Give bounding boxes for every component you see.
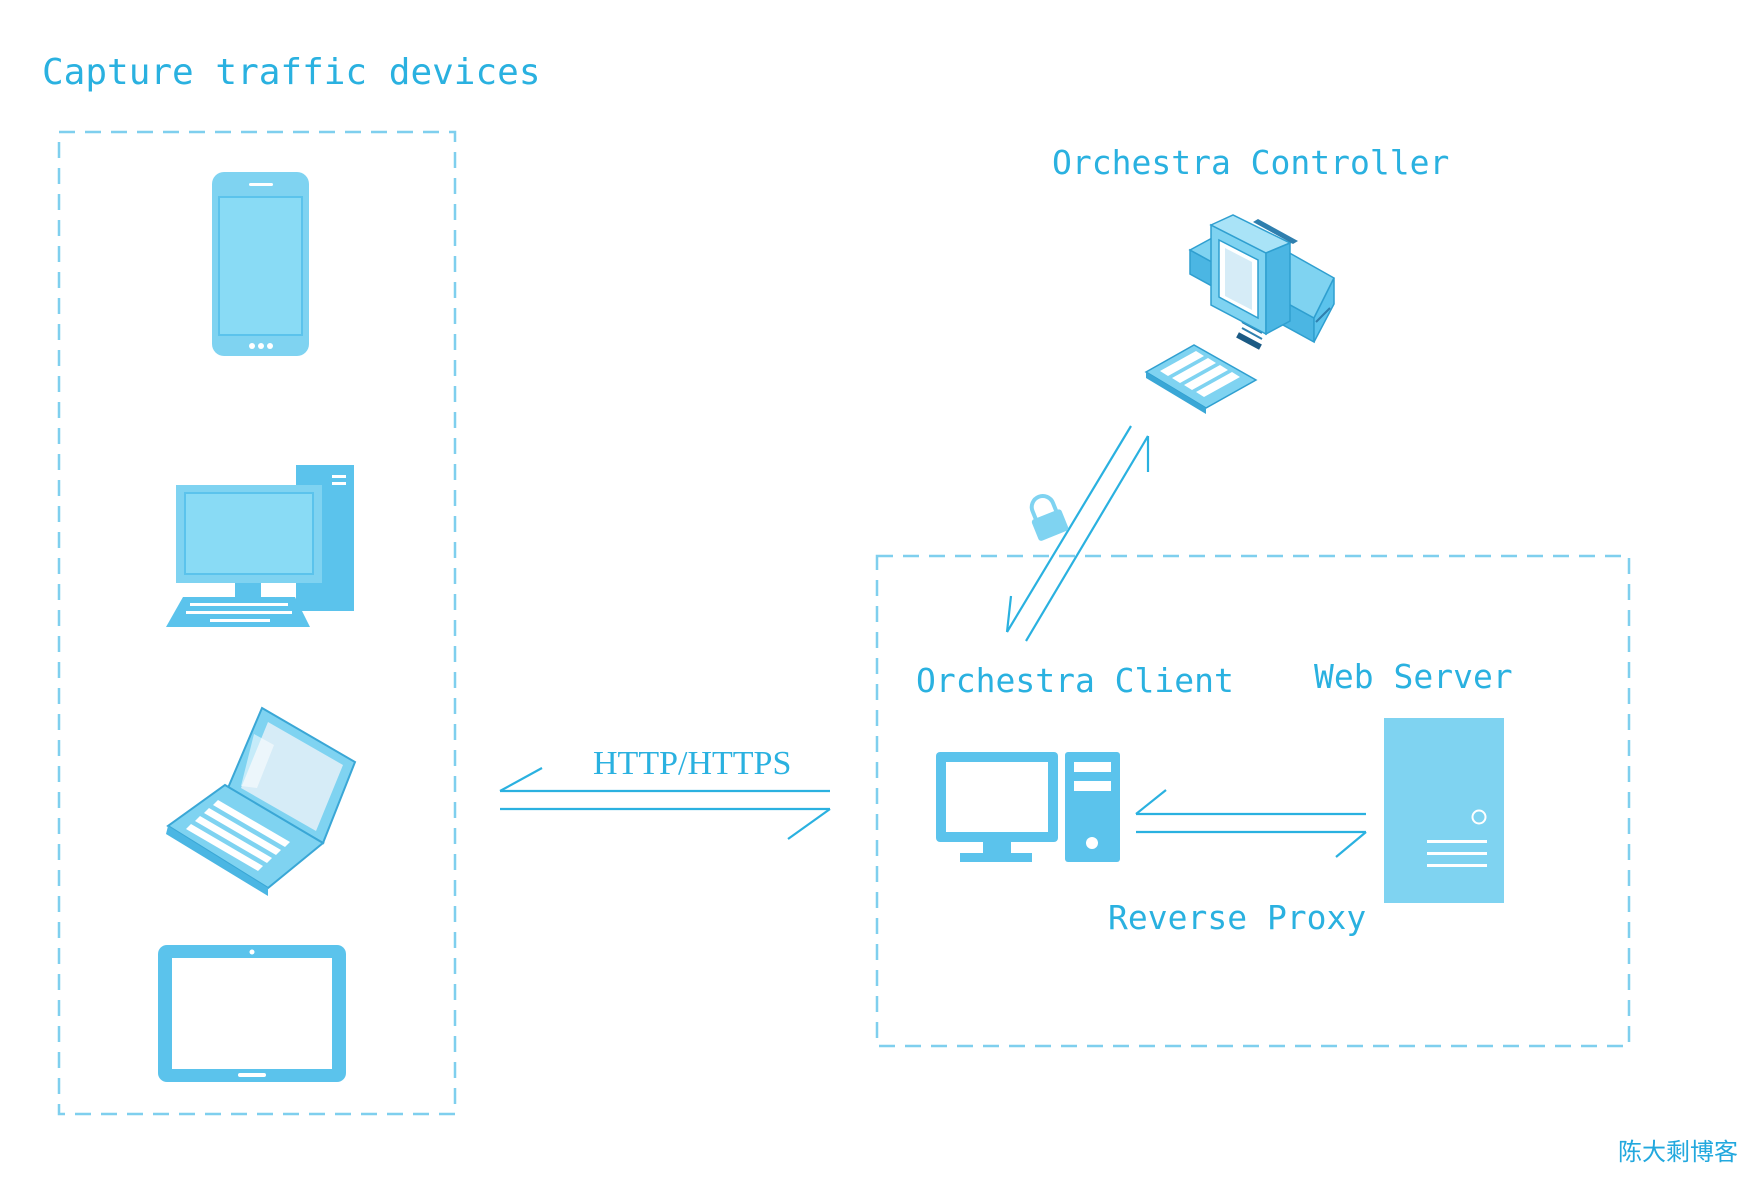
pc-icon <box>936 752 1120 862</box>
laptop-icon <box>166 706 357 896</box>
http-https-label: HTTP/HTTPS <box>593 745 792 782</box>
orchestra-controller-label: Orchestra Controller <box>1052 143 1450 182</box>
http-https-arrow <box>499 767 831 840</box>
capture-devices-title: Capture traffic devices <box>42 52 541 93</box>
tablet-icon <box>158 945 346 1082</box>
reverse-proxy-label: Reverse Proxy <box>1108 898 1367 937</box>
controller-client-arrow <box>1005 425 1150 642</box>
web-server-label: Web Server <box>1314 657 1513 696</box>
desktop-computer-icon <box>166 465 354 627</box>
lock-icon <box>1029 494 1069 541</box>
capture-devices-group-box <box>57 130 457 1116</box>
watermark: 陈大剩博客 <box>1618 1138 1738 1166</box>
client-zone-group-box <box>875 554 1631 1048</box>
smartphone-icon <box>212 172 309 356</box>
reverse-proxy-arrow <box>1135 789 1367 858</box>
server-icon <box>1384 718 1504 903</box>
workstation-icon <box>1144 214 1335 414</box>
orchestra-client-label: Orchestra Client <box>916 661 1234 700</box>
